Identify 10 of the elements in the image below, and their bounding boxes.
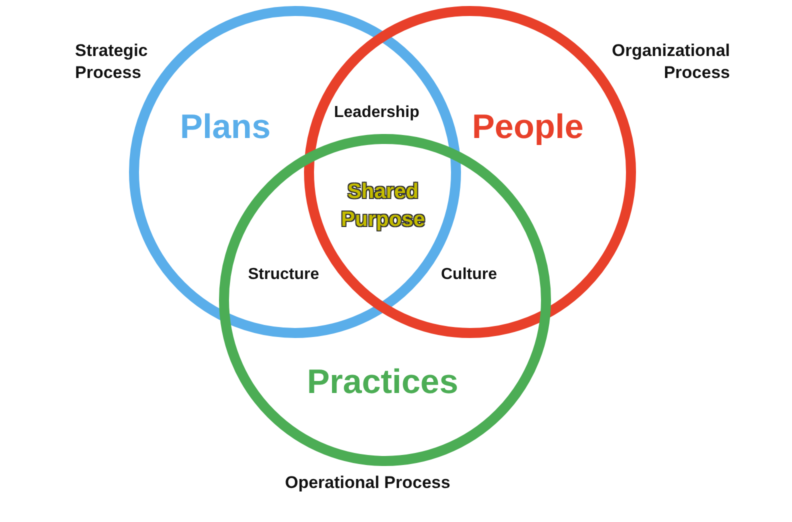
region-label: Leadership	[334, 104, 420, 122]
region-label: Culture	[441, 266, 497, 284]
region-label: Structure	[248, 266, 320, 284]
circle-title: Practices	[307, 363, 458, 402]
process-label: Strategic Process	[75, 40, 149, 84]
region-label: Shared Purpose	[340, 179, 426, 233]
circle-title: Plans	[180, 108, 271, 147]
circle-title: People	[472, 108, 584, 147]
process-label: Operational Process	[285, 472, 452, 494]
process-label: Organizational Process	[610, 40, 730, 84]
